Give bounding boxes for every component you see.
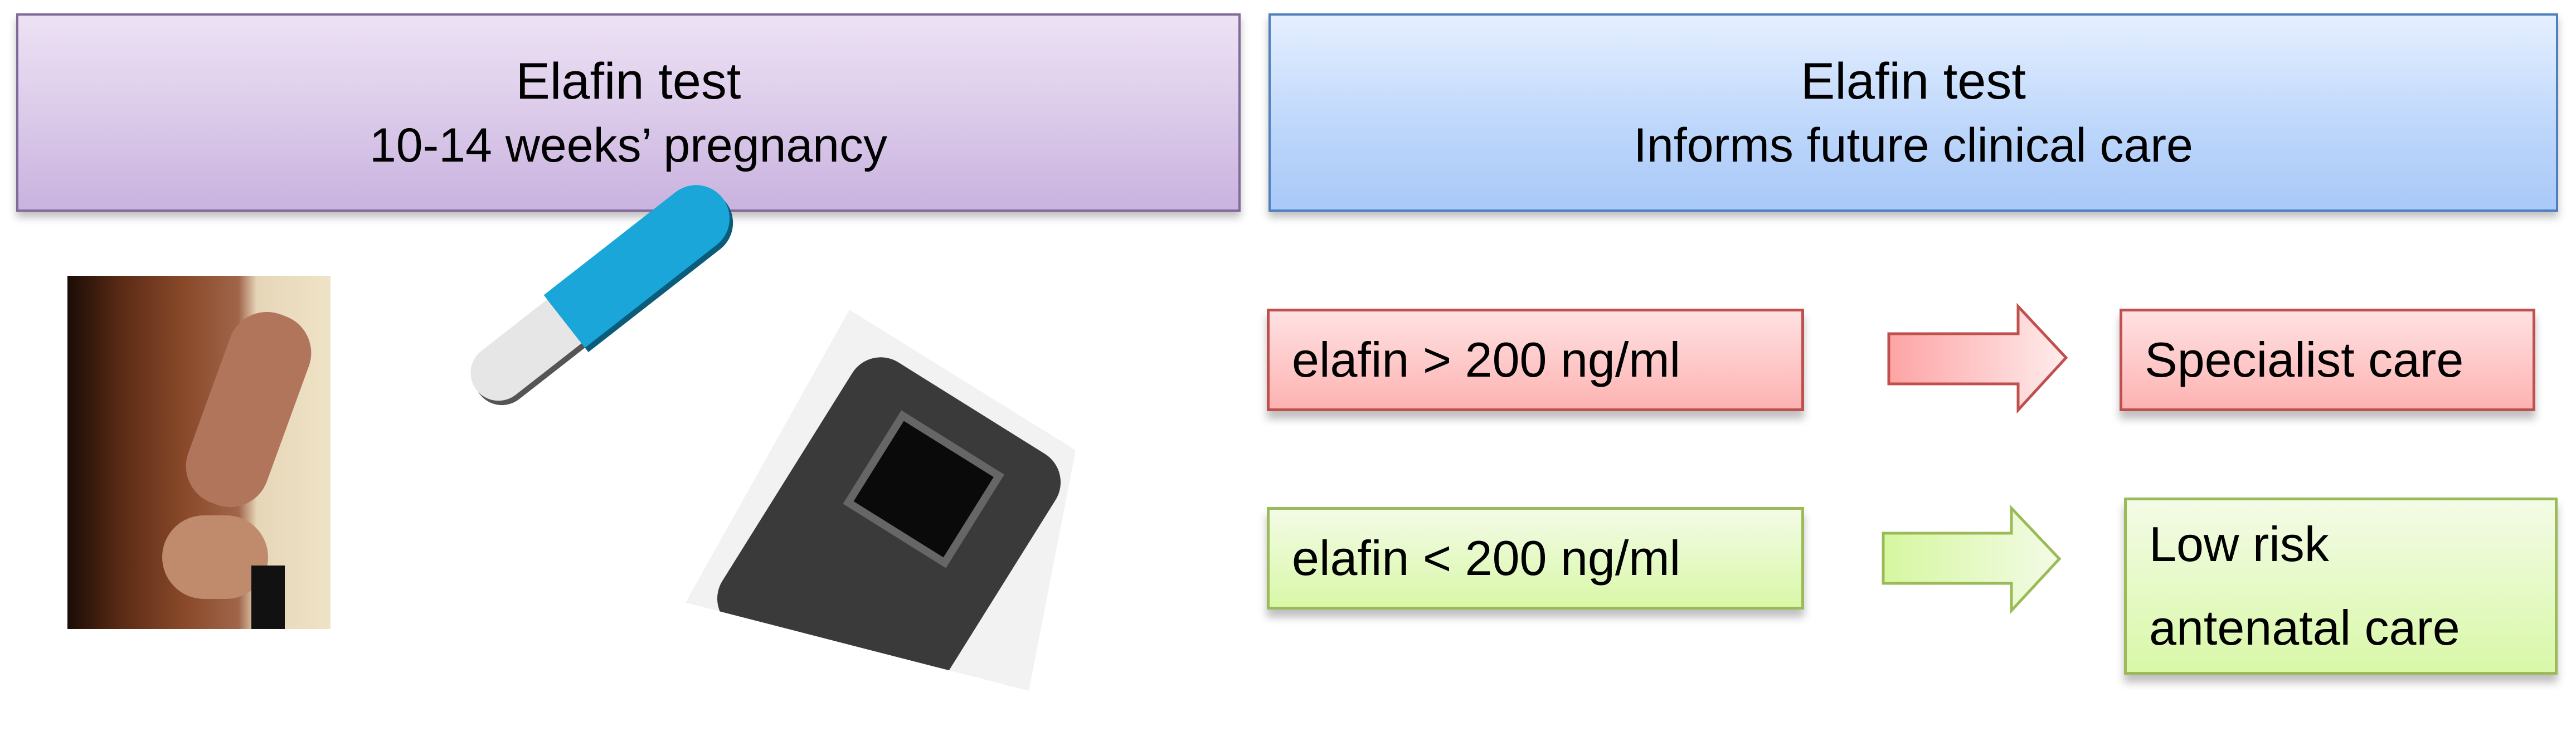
condition-high-label: elafin > 200 ng/ml xyxy=(1292,332,1681,387)
outcome-specialist-box: Specialist care xyxy=(2120,309,2535,411)
clothing xyxy=(251,566,285,629)
header-right-subtitle: Informs future clinical care xyxy=(1634,119,2193,172)
header-right: Elafin test Informs future clinical care xyxy=(1268,13,2558,212)
condition-low-label: elafin < 200 ng/ml xyxy=(1292,530,1681,586)
header-right-title: Elafin test xyxy=(1801,53,2026,110)
header-left: Elafin test 10-14 weeks’ pregnancy xyxy=(16,13,1241,212)
header-left-title: Elafin test xyxy=(516,53,741,110)
reader-screen xyxy=(843,410,1005,568)
outcome-low-risk-line1: Low risk xyxy=(2149,516,2329,572)
header-left-subtitle: 10-14 weeks’ pregnancy xyxy=(369,119,888,172)
outcome-specialist-label: Specialist care xyxy=(2145,332,2464,387)
reader-body xyxy=(704,344,1073,691)
hand-upper xyxy=(174,301,323,518)
arrow-right-icon xyxy=(1887,303,2068,414)
outcome-low-risk-line2: antenatal care xyxy=(2149,600,2460,655)
hand-lower xyxy=(162,515,268,599)
condition-high-box: elafin > 200 ng/ml xyxy=(1267,309,1804,411)
outcome-low-risk-box: Low risk antenatal care xyxy=(2124,498,2558,675)
condition-low-box: elafin < 200 ng/ml xyxy=(1267,507,1804,610)
arrow-right-icon xyxy=(1882,504,2062,615)
handheld-reader-image xyxy=(686,310,1076,691)
pregnant-belly-photo xyxy=(67,276,330,629)
